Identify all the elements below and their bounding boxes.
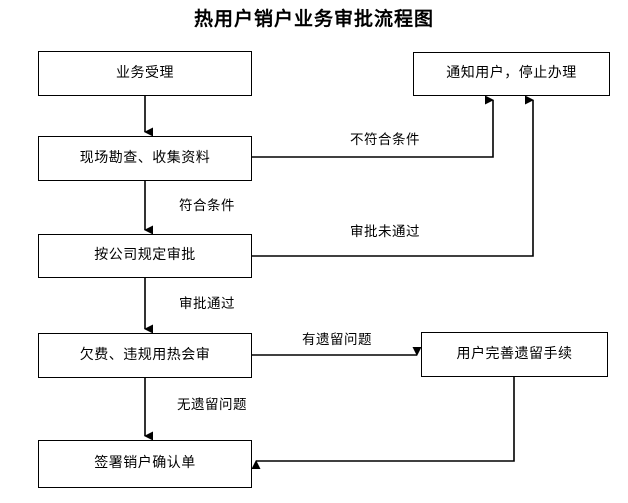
node-joint-review-label: 欠费、违规用热会审 [79,347,211,363]
node-notify-stop[interactable]: 通知用户，停止办理 [413,52,610,96]
edge-approval-to-notify [252,95,534,257]
node-user-complete-label: 用户完善遗留手续 [456,346,573,362]
edge-label-approval-passed: 审批通过 [179,296,235,311]
edge-label-has-issue: 有遗留问题 [302,332,372,347]
node-sign-form-label: 签署销户确认单 [94,456,196,472]
edge-user-complete-to-sign [251,377,515,469]
node-joint-review[interactable]: 欠费、违规用热会审 [38,333,252,378]
node-approval[interactable]: 按公司规定审批 [38,234,252,278]
node-survey-label: 现场勘查、收集资料 [79,150,211,166]
edge-survey-to-notify [252,95,494,158]
node-intake[interactable]: 业务受理 [38,51,252,96]
page-title: 热用户销户业务审批流程图 [193,9,434,30]
node-survey[interactable]: 现场勘查、收集资料 [38,136,252,181]
node-intake-label: 业务受理 [116,65,174,81]
edge-label-not-qualified: 不符合条件 [350,132,420,147]
node-sign-form[interactable]: 签署销户确认单 [38,440,252,488]
node-approval-label: 按公司规定审批 [94,248,196,264]
node-user-complete[interactable]: 用户完善遗留手续 [421,332,608,377]
node-notify-stop-label: 通知用户，停止办理 [446,66,577,82]
edge-label-approval-failed: 审批未通过 [350,224,420,239]
edge-label-qualified: 符合条件 [179,198,235,213]
edge-label-no-issue: 无遗留问题 [177,397,247,412]
